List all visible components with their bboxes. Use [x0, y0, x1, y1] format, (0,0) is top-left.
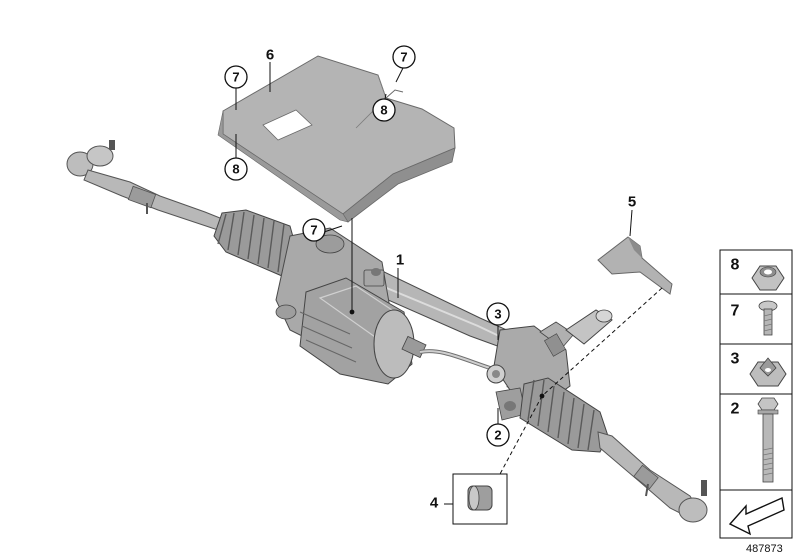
- legend-label-7: 7: [731, 303, 740, 320]
- callout-1: 1: [396, 252, 404, 269]
- callout-7c: 7: [310, 223, 317, 238]
- diagram-id: 487873: [746, 543, 783, 555]
- callout-6: 6: [266, 47, 274, 64]
- short-bolt-icon: [758, 300, 778, 336]
- callout-8b: 8: [380, 103, 387, 118]
- left-tie-rod[interactable]: [66, 140, 231, 233]
- long-bolt-icon: [757, 397, 779, 483]
- callout-2: 2: [494, 428, 501, 443]
- steering-rack-housing-part-1[interactable]: [275, 227, 613, 421]
- legend-label-2: 2: [731, 401, 740, 418]
- legend-item-2[interactable]: 2: [719, 393, 793, 491]
- callout-8a: 8: [232, 162, 239, 177]
- bracket-part-5[interactable]: [597, 236, 673, 295]
- leader-end-dots: [349, 309, 545, 399]
- legend-item-3[interactable]: 3: [719, 343, 793, 395]
- legend-label-8: 8: [731, 257, 740, 274]
- callout-circles: [224, 45, 510, 447]
- leader-lines: [235, 62, 663, 505]
- hardware-legend: 8 7 3: [719, 249, 793, 539]
- heat-shield-part-6[interactable]: [217, 55, 456, 223]
- callout-3: 3: [494, 307, 501, 322]
- bush-part-4[interactable]: [452, 473, 508, 525]
- right-tie-rod[interactable]: [597, 431, 708, 523]
- legend-arrow-box[interactable]: [719, 489, 793, 539]
- legend-label-3: 3: [731, 351, 740, 368]
- callout-5: 5: [628, 194, 636, 211]
- direction-arrow-icon: [728, 496, 785, 536]
- right-bellows[interactable]: [519, 377, 609, 453]
- legend-item-8[interactable]: 8: [719, 249, 793, 295]
- callout-7b: 7: [400, 50, 407, 65]
- callout-7a: 7: [232, 70, 239, 85]
- legend-item-7[interactable]: 7: [719, 293, 793, 345]
- callout-4: 4: [430, 495, 439, 512]
